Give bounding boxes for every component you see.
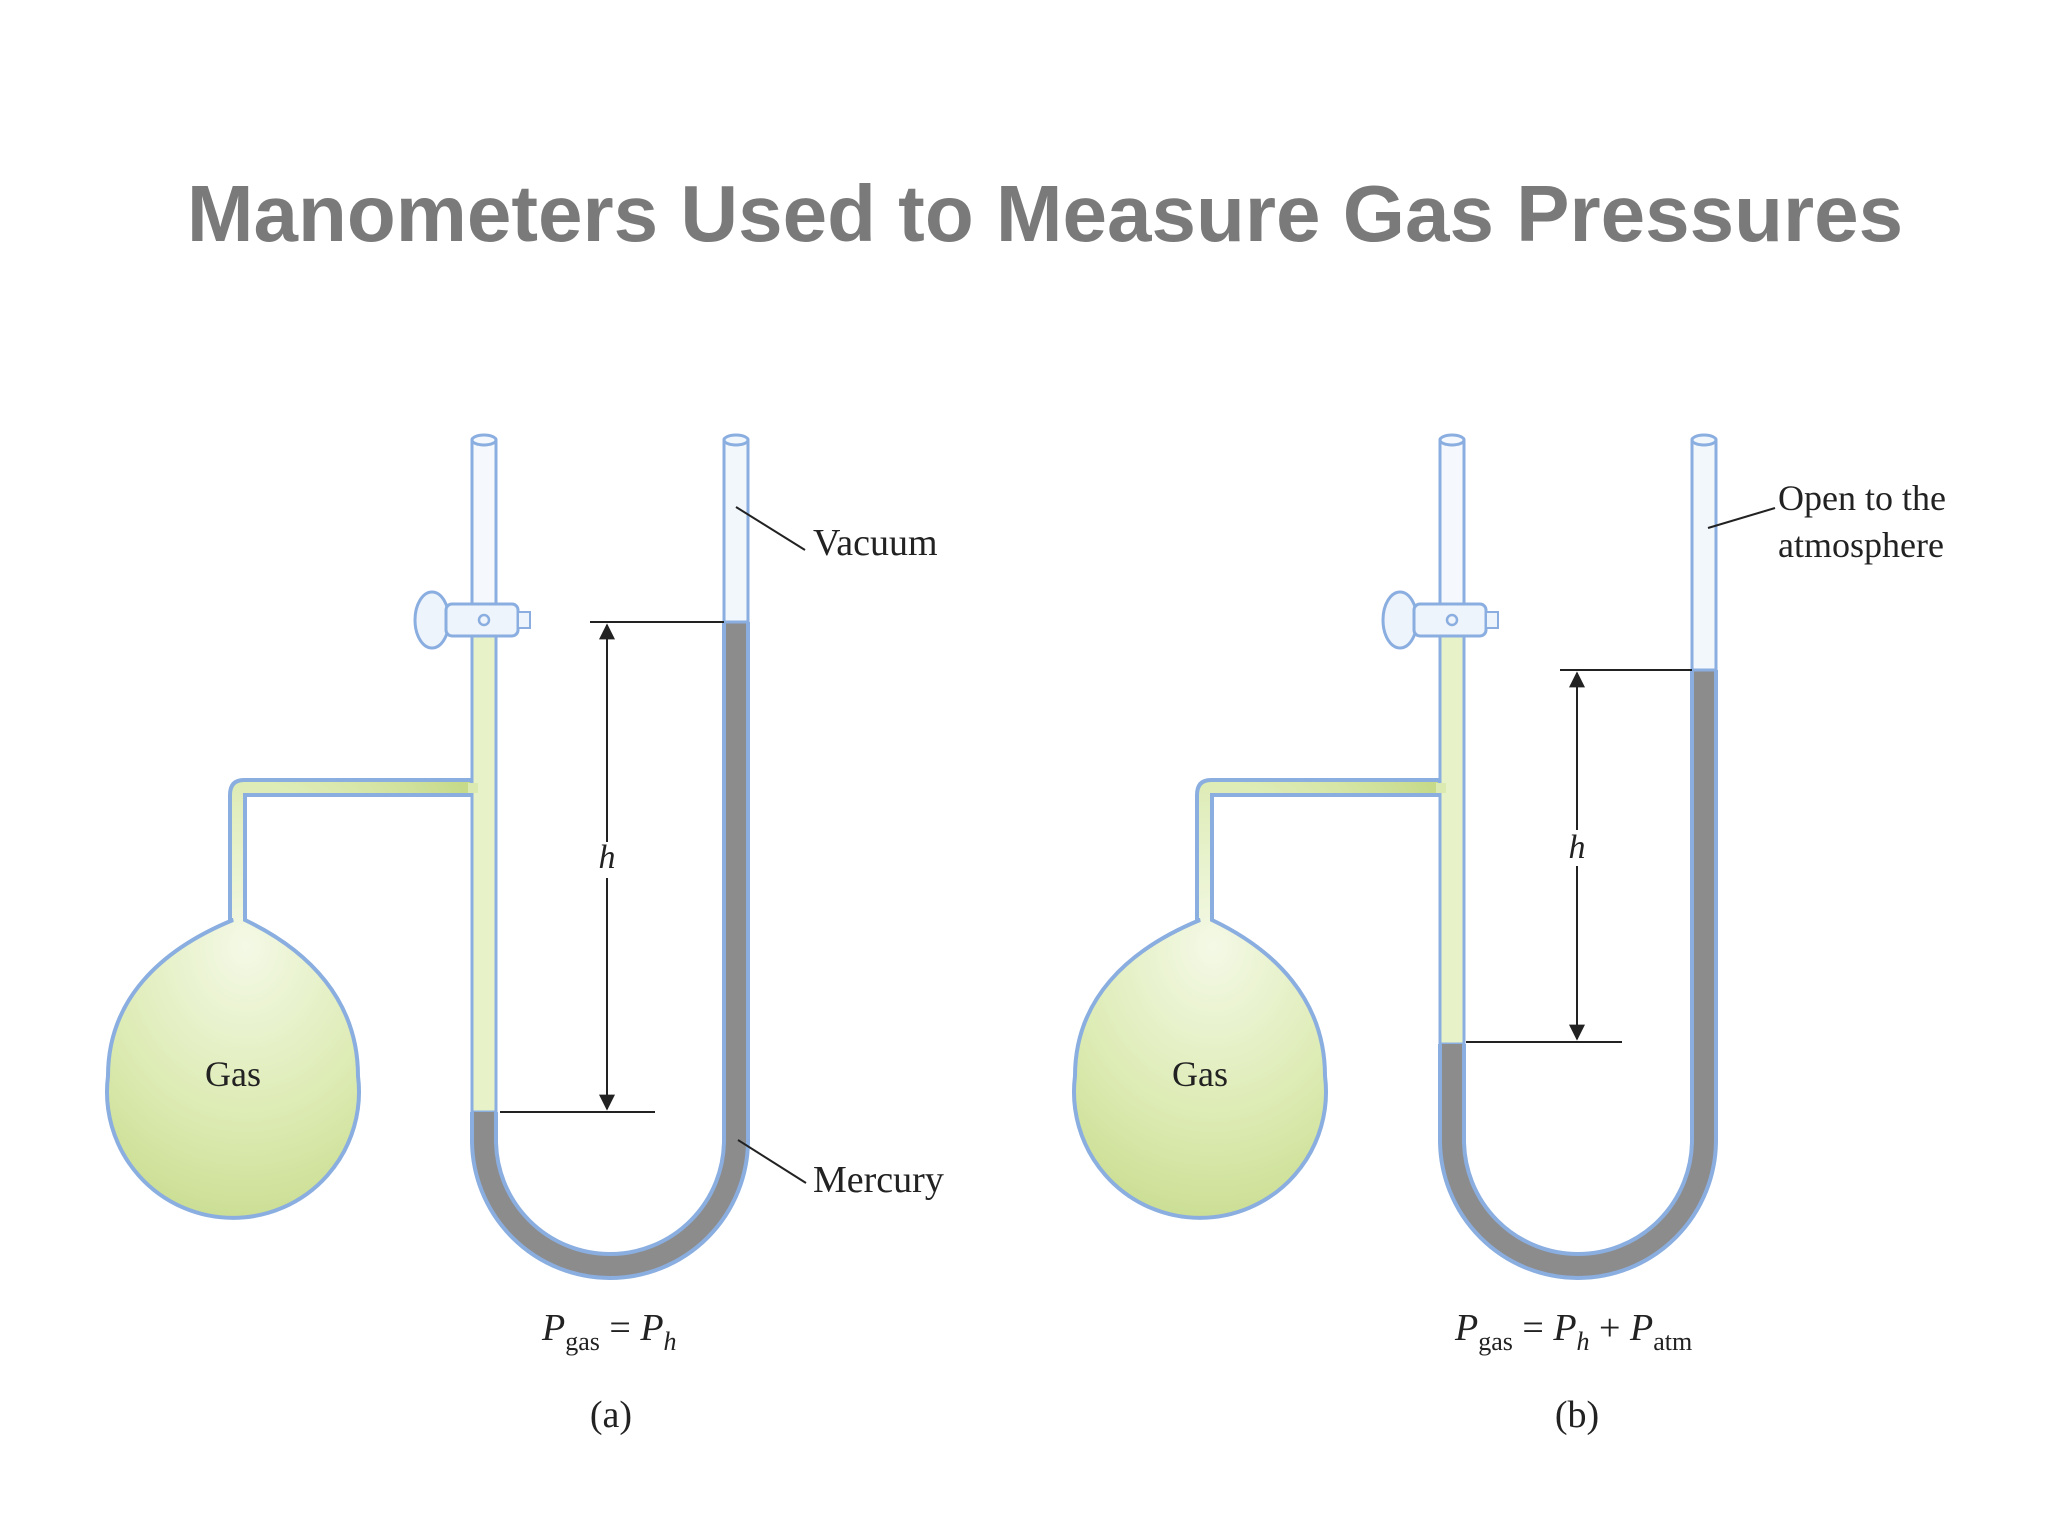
eq-b-P2: P xyxy=(1552,1307,1576,1349)
u-tube-a xyxy=(470,433,750,1280)
stopcock-b xyxy=(1381,590,1499,650)
vacuum-label: Vacuum xyxy=(813,522,938,564)
stopcock-a xyxy=(413,590,531,650)
gas-label-a: Gas xyxy=(205,1054,261,1094)
open-leader-b xyxy=(1707,507,1776,529)
height-marker-b: h xyxy=(1466,669,1692,1043)
panel-b: h Gas Open to the atmosphere Pgas = Ph +… xyxy=(1072,433,1946,1436)
gas-label-b: Gas xyxy=(1172,1054,1228,1094)
left-tube-a xyxy=(468,433,498,1114)
eq-a-eq: = xyxy=(600,1307,640,1349)
eq-a-P2: P xyxy=(639,1307,663,1349)
vacuum-tube-a xyxy=(722,438,750,624)
equation-a: Pgas = Ph xyxy=(541,1307,677,1356)
eq-b-eq: = xyxy=(1513,1307,1553,1349)
mercury-label: Mercury xyxy=(813,1159,944,1201)
u-tube-b xyxy=(1438,433,1718,1280)
eq-a-gas: gas xyxy=(565,1327,600,1356)
caption-a: (a) xyxy=(590,1394,632,1436)
eq-b-atm: atm xyxy=(1653,1327,1692,1356)
mercury-column-b xyxy=(1442,670,1714,1276)
height-label-a: h xyxy=(599,839,616,876)
height-marker-a: h xyxy=(500,621,724,1113)
eq-b-gas: gas xyxy=(1478,1327,1513,1356)
eq-a-h: h xyxy=(664,1327,677,1356)
eq-b-plus: + xyxy=(1590,1307,1630,1349)
panel-a: h Gas Vacuum Mercury Pgas = Ph (a) xyxy=(105,433,944,1436)
equation-b: Pgas = Ph + Patm xyxy=(1454,1307,1692,1356)
eq-b-h: h xyxy=(1577,1327,1590,1356)
mercury-column-a xyxy=(474,622,746,1276)
eq-b-P3: P xyxy=(1629,1307,1653,1349)
eq-a-P: P xyxy=(541,1307,565,1349)
slide-title: Manometers Used to Measure Gas Pressures xyxy=(186,169,1904,258)
height-label-b: h xyxy=(1569,829,1586,866)
eq-b-P: P xyxy=(1454,1307,1478,1349)
open-label-line1: Open to the xyxy=(1778,478,1946,518)
gas-bulb-a xyxy=(105,778,474,1220)
mercury-leader-a xyxy=(737,1139,807,1184)
caption-b: (b) xyxy=(1555,1394,1599,1436)
open-label-line2: atmosphere xyxy=(1778,525,1944,565)
left-tube-b xyxy=(1436,433,1466,1046)
vacuum-leader-a xyxy=(735,506,806,551)
open-tube-b xyxy=(1690,438,1718,672)
gas-bulb-b xyxy=(1072,778,1442,1220)
